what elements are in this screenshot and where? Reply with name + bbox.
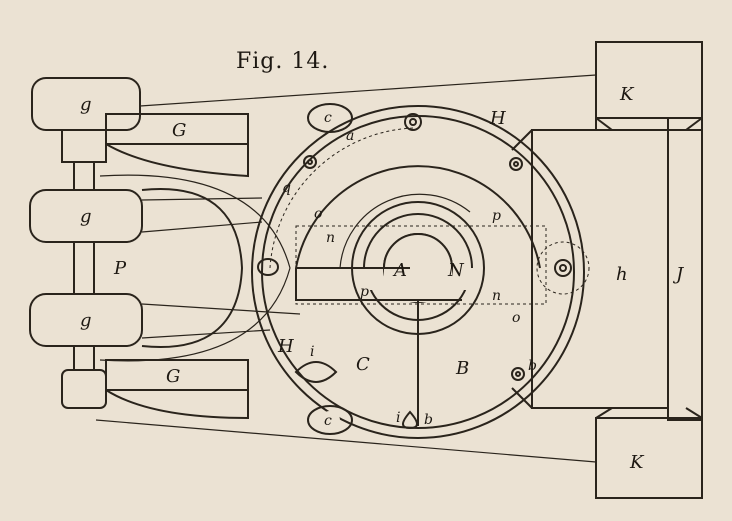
label-h-frame: h [616, 264, 628, 285]
disk-h-outer [251, 105, 585, 439]
label-g-top: g [80, 94, 92, 115]
frame-h [531, 129, 669, 409]
label-o-left: o [314, 206, 322, 222]
belt-loop [141, 188, 244, 348]
label-n-right: n [492, 288, 501, 304]
label-p-mid: p [360, 284, 369, 300]
latch-i-left [294, 361, 338, 383]
label-j: J [672, 264, 685, 285]
bearing-top [61, 129, 107, 163]
label-h-top: H [489, 108, 506, 129]
lug-c-bottom [307, 405, 353, 435]
label-q: q [282, 180, 291, 196]
label-c: C [356, 354, 370, 375]
label-g-lower: g [80, 310, 92, 331]
label-i-bottom: i [396, 410, 400, 426]
arm-g-top [105, 113, 249, 145]
label-p-top: p [492, 208, 501, 224]
block-k-top [595, 41, 703, 131]
figure-title: Fig. 14. [236, 49, 329, 74]
arm-g-bottom [105, 359, 249, 391]
label-a: A [392, 260, 407, 281]
roller-g-lower [29, 293, 143, 347]
latch-i-bottom [402, 410, 418, 430]
block-k-bottom [595, 417, 703, 499]
label-g-middle: g [80, 206, 92, 227]
roller-g-middle [29, 189, 143, 243]
label-b-bottom: b [424, 412, 433, 428]
label-a-small: a [346, 128, 354, 144]
label-n-hub: N [447, 260, 465, 281]
dotted-arc [269, 127, 415, 269]
label-b: B [455, 358, 469, 379]
frame-j [667, 117, 703, 421]
label-k-top: K [619, 84, 635, 105]
label-h-left: H [277, 336, 294, 357]
bearing-bottom [61, 369, 107, 409]
label-o-right: o [512, 310, 520, 326]
label-arm-g-bottom: G [166, 366, 180, 387]
label-n-left: n [326, 230, 335, 246]
label-arm-g-top: G [172, 120, 186, 141]
label-i-left: i [310, 344, 314, 360]
label-c-top: c [324, 110, 332, 126]
label-c-bottom: c [324, 413, 332, 429]
label-k-bottom: K [629, 452, 645, 473]
label-b-right: b [528, 358, 537, 374]
dashed-guide [295, 225, 547, 305]
label-p-belt: P [113, 258, 127, 279]
lug-c-top [307, 103, 353, 133]
